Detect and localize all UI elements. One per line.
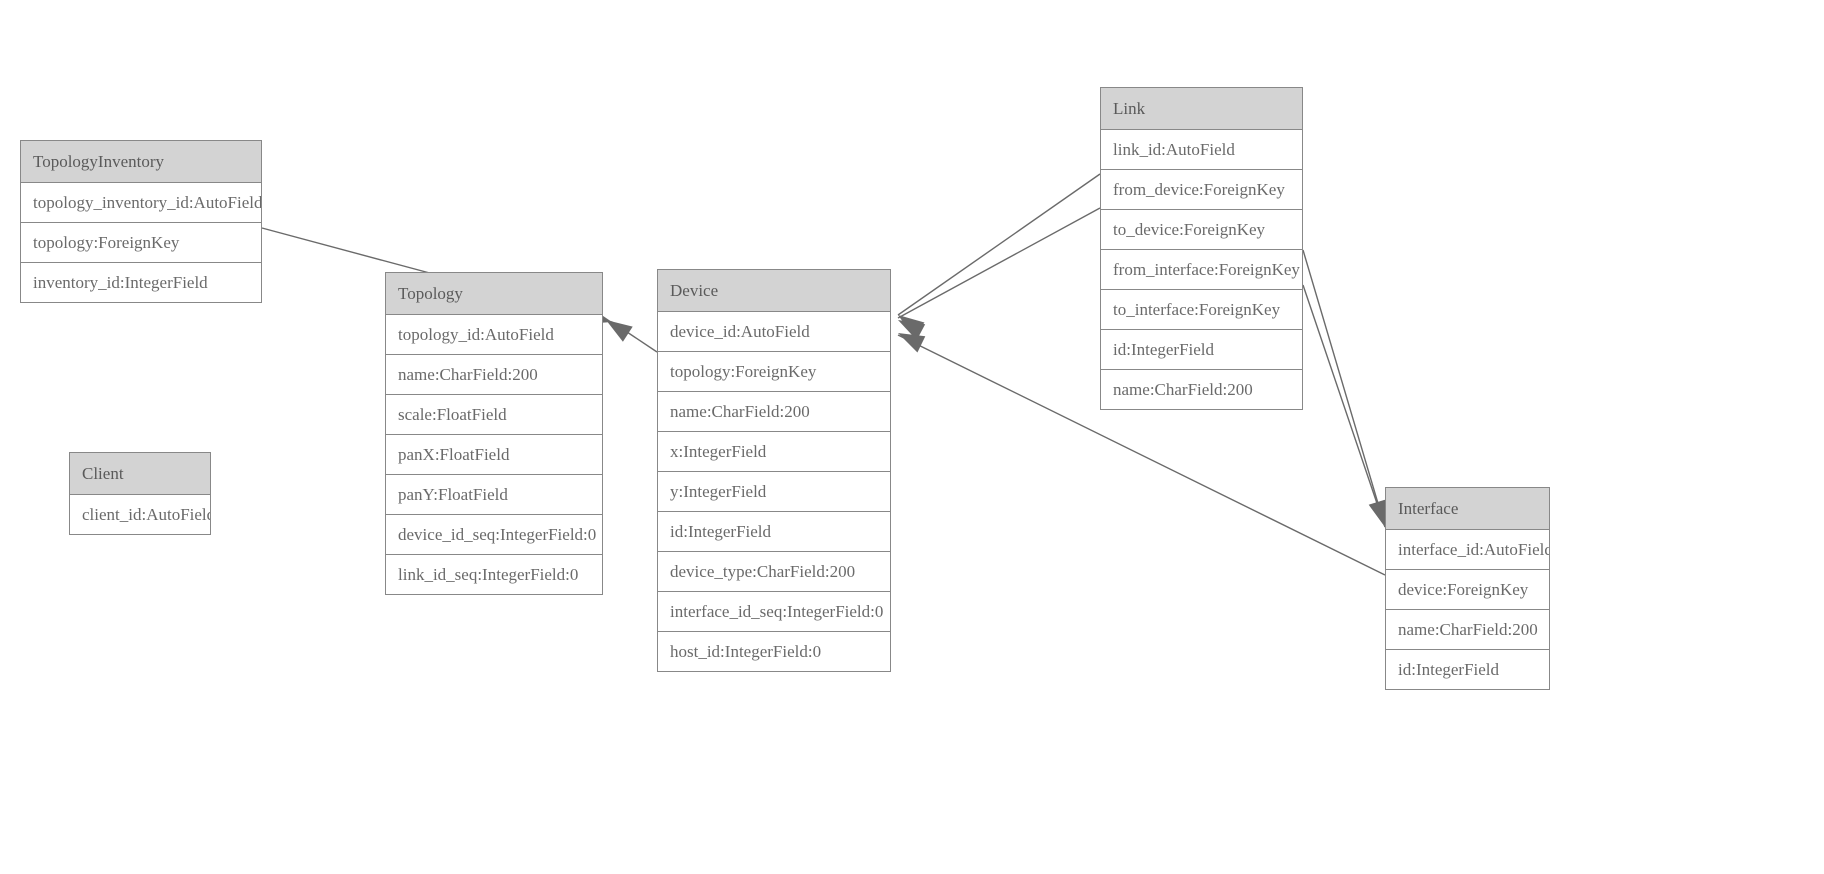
entity-field-row: from_device:ForeignKey bbox=[1101, 170, 1302, 210]
relationship-line-link-from-interface bbox=[1302, 249, 1386, 528]
entity-field-row: name:CharField:200 bbox=[386, 355, 602, 395]
entity-field-row: device:ForeignKey bbox=[1386, 570, 1549, 610]
relationship-arrowhead-interface-device bbox=[898, 333, 926, 353]
relationship-arrowhead-link-from-device bbox=[898, 315, 925, 338]
entity-field-row: to_interface:ForeignKey bbox=[1101, 290, 1302, 330]
entity-field-row: id:IntegerField bbox=[1386, 650, 1549, 690]
entity-field-row: host_id:IntegerField:0 bbox=[658, 632, 890, 672]
entity-field-row: client_id:AutoField bbox=[70, 495, 210, 535]
entity-field-row: x:IntegerField bbox=[658, 432, 890, 472]
relationship-line-link-from-device bbox=[897, 173, 1101, 316]
relationship-line-link-to-interface bbox=[1302, 284, 1386, 528]
entity-field-row: scale:FloatField bbox=[386, 395, 602, 435]
entity-field-row: topology:ForeignKey bbox=[658, 352, 890, 392]
entity-field-row: topology_id:AutoField bbox=[386, 315, 602, 355]
entity-field-row: to_device:ForeignKey bbox=[1101, 210, 1302, 250]
entity-field-row: inventory_id:IntegerField bbox=[21, 263, 261, 303]
relationship-line-link-to-device bbox=[897, 207, 1101, 319]
entity-title-topology-inventory: TopologyInventory bbox=[21, 141, 261, 183]
entity-title-interface: Interface bbox=[1386, 488, 1549, 530]
entity-field-row: interface_id:AutoField bbox=[1386, 530, 1549, 570]
entity-field-row: id:IntegerField bbox=[1101, 330, 1302, 370]
entity-field-row: link_id:AutoField bbox=[1101, 130, 1302, 170]
entity-field-row: y:IntegerField bbox=[658, 472, 890, 512]
entity-title-device: Device bbox=[658, 270, 890, 312]
relationship-line-device-topology bbox=[611, 321, 658, 353]
entity-title-client: Client bbox=[70, 453, 210, 495]
relationship-arrowhead-link-to-device bbox=[898, 320, 926, 341]
entity-field-row: device_id_seq:IntegerField:0 bbox=[386, 515, 602, 555]
entity-field-row: link_id_seq:IntegerField:0 bbox=[386, 555, 602, 595]
entity-field-row: id:IntegerField bbox=[658, 512, 890, 552]
entity-field-row: interface_id_seq:IntegerField:0 bbox=[658, 592, 890, 632]
entity-field-row: topology:ForeignKey bbox=[21, 223, 261, 263]
entity-field-row: device_type:CharField:200 bbox=[658, 552, 890, 592]
entity-field-row: panX:FloatField bbox=[386, 435, 602, 475]
entity-field-row: name:CharField:200 bbox=[1386, 610, 1549, 650]
relationship-arrowhead-device-topology bbox=[606, 320, 633, 342]
entity-field-row: name:CharField:200 bbox=[658, 392, 890, 432]
entity-field-row: topology_inventory_id:AutoField bbox=[21, 183, 261, 223]
entity-title-link: Link bbox=[1101, 88, 1302, 130]
entity-field-row: device_id:AutoField bbox=[658, 312, 890, 352]
entity-title-topology: Topology bbox=[386, 273, 602, 315]
entity-field-row: from_interface:ForeignKey bbox=[1101, 250, 1302, 290]
entity-field-row: panY:FloatField bbox=[386, 475, 602, 515]
entity-field-row: name:CharField:200 bbox=[1101, 370, 1302, 410]
